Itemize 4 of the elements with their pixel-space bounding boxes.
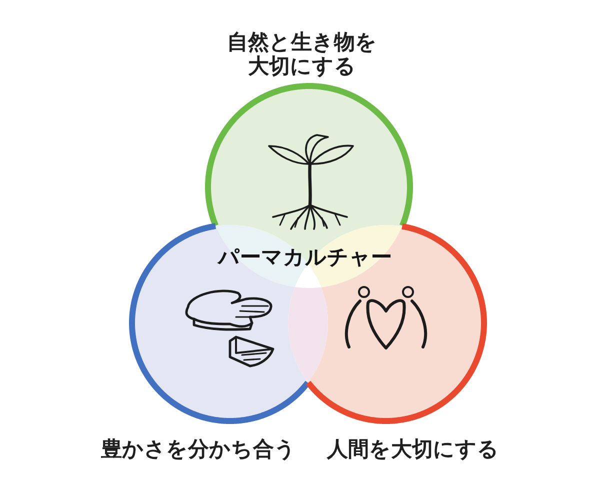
circle-label: 自然と生き物を大切にする	[226, 30, 378, 78]
circle-label: 豊かさを分かち合う	[101, 437, 296, 461]
circle-label: 人間を大切にする	[327, 437, 499, 461]
center-label: パーマカルチャー	[218, 245, 392, 269]
